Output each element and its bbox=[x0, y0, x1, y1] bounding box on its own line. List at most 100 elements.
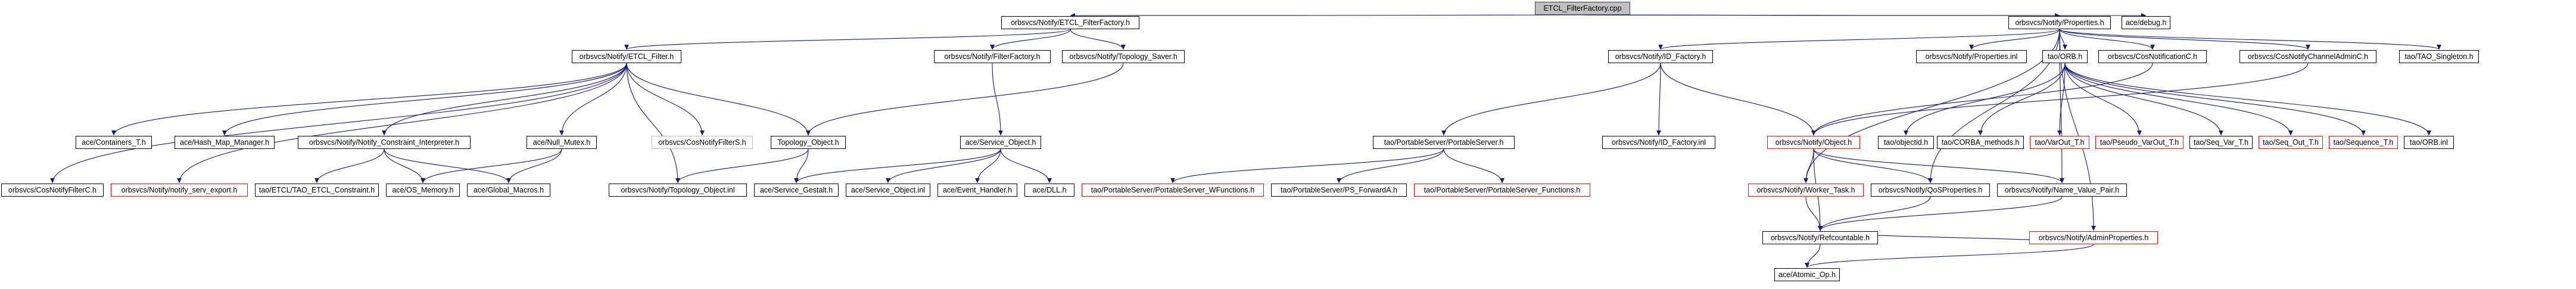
graph-node[interactable]: orbsvcs/Notify/Topology_Saver.h bbox=[1062, 50, 1185, 63]
graph-node[interactable]: tao/TAO_Singleton.h bbox=[2399, 50, 2479, 63]
graph-edge bbox=[384, 148, 425, 184]
graph-node[interactable]: orbsvcs/Notify/Worker_Task.h bbox=[1748, 184, 1864, 197]
graph-node[interactable]: ace/Service_Object.inl bbox=[846, 184, 930, 197]
graph-edge bbox=[1070, 29, 1126, 50]
graph-edge bbox=[1656, 63, 1661, 136]
graph-edge bbox=[624, 29, 1071, 50]
graph-node[interactable]: orbsvcs/Notify/Name_Value_Pair.h bbox=[1997, 184, 2127, 197]
graph-node[interactable]: ace/Containers_T.h bbox=[76, 136, 152, 149]
graph-edge bbox=[990, 29, 1071, 50]
graph-edge bbox=[1660, 63, 1816, 136]
graph-edge bbox=[1337, 148, 1444, 184]
graph-node[interactable]: tao/ORB.h bbox=[2042, 50, 2088, 63]
graph-node[interactable]: orbsvcs/Notify/ID_Factory.h bbox=[1608, 50, 1713, 63]
graph-edge bbox=[1805, 196, 1823, 231]
graph-node[interactable]: tao/PortableServer/PortableServer.h bbox=[1373, 136, 1515, 149]
graph-node[interactable]: tao/ORB.inl bbox=[2404, 136, 2454, 149]
graph-node[interactable]: ace/debug.h bbox=[2122, 16, 2170, 29]
graph-edge bbox=[1805, 244, 2094, 268]
graph-node[interactable]: ace/Global_Macros.h bbox=[467, 184, 550, 197]
graph-edge bbox=[1443, 148, 1505, 184]
graph-edge bbox=[177, 63, 627, 184]
graph-edge bbox=[2064, 63, 2431, 136]
graph-edge bbox=[1813, 148, 2064, 184]
graph-node[interactable]: ace/DLL.h bbox=[1024, 184, 1074, 197]
graph-node[interactable]: orbsvcs/Notify/Refcountable.h bbox=[1762, 231, 1878, 244]
graph-edge bbox=[806, 63, 1124, 136]
graph-edge bbox=[626, 63, 680, 184]
graph-node[interactable]: ace/Event_Handler.h bbox=[937, 184, 1017, 197]
graph-edge bbox=[1969, 29, 2060, 50]
graph-node[interactable]: tao/CORBA_methods.h bbox=[1937, 136, 2024, 149]
graph-edge bbox=[1813, 148, 1933, 184]
graph-edge bbox=[222, 63, 627, 136]
graph-edge bbox=[886, 148, 1001, 184]
graph-edge bbox=[1818, 196, 1931, 231]
graph-edge bbox=[975, 148, 1001, 184]
graph-edge bbox=[1978, 63, 2066, 136]
graph-node[interactable]: orbsvcs/Notify/Properties.inl bbox=[1916, 50, 2027, 63]
graph-node[interactable]: ace/Atomic_Op.h bbox=[1774, 268, 1840, 281]
graph-node[interactable]: orbsvcs/Notify/Topology_Object.inl bbox=[609, 184, 747, 197]
graph-node[interactable]: orbsvcs/Notify/AdminProperties.h bbox=[2029, 231, 2158, 244]
graph-edge bbox=[794, 148, 1001, 184]
graph-node[interactable]: orbsvcs/Notify/ETCL_FilterFactory.h bbox=[1001, 16, 1139, 29]
graph-edge bbox=[1811, 63, 2309, 136]
graph-edge bbox=[2064, 63, 2293, 136]
graph-node[interactable]: orbsvcs/Notify/QoSProperties.h bbox=[1871, 184, 1990, 197]
graph-edge bbox=[1000, 148, 1052, 184]
graph-edge bbox=[675, 148, 809, 184]
graph-edge bbox=[794, 148, 809, 184]
graph-edge bbox=[384, 148, 511, 184]
graph-edge bbox=[992, 63, 1003, 136]
graph-node[interactable]: ace/OS_Memory.h bbox=[386, 184, 460, 197]
graph-node[interactable]: orbsvcs/Notify/Notify_Constraint_Interpr… bbox=[298, 136, 471, 149]
graph-node[interactable]: orbsvcs/Notify/ETCL_Filter.h bbox=[572, 50, 681, 63]
graph-node[interactable]: orbsvcs/Notify/ID_Factory.inl bbox=[1602, 136, 1715, 149]
graph-node[interactable]: ace/Service_Gestalt.h bbox=[754, 184, 839, 197]
graph-edge bbox=[1658, 29, 2060, 50]
graph-edge bbox=[2064, 63, 2223, 136]
graph-node[interactable]: orbsvcs/Notify/notify_serv_export.h bbox=[111, 184, 248, 197]
graph-node[interactable]: tao/Pseudo_VarOut_T.h bbox=[2095, 136, 2183, 149]
graph-edge bbox=[506, 148, 562, 184]
graph-node[interactable]: tao/objectid.h bbox=[1878, 136, 1934, 149]
graph-edge bbox=[1441, 63, 1661, 136]
graph-node[interactable]: tao/PortableServer/PS_ForwardA.h bbox=[1271, 184, 1407, 197]
graph-edge bbox=[626, 63, 705, 136]
graph-edge bbox=[2059, 29, 2155, 50]
graph-edge bbox=[314, 148, 385, 184]
graph-node[interactable]: orbsvcs/CosNotifyFilterS.h bbox=[652, 136, 753, 149]
graph-node[interactable]: Topology_Object.h bbox=[771, 136, 846, 149]
graph-node[interactable]: ETCL_FilterFactory.cpp bbox=[1535, 2, 1630, 15]
graph-node[interactable]: tao/VarOut_T.h bbox=[2030, 136, 2089, 149]
graph-node[interactable]: orbsvcs/Notify/Object.h bbox=[1767, 136, 1860, 149]
graph-node[interactable]: ace/Hash_Map_Manager.h bbox=[175, 136, 275, 149]
graph-edge bbox=[2059, 29, 2441, 50]
graph-node[interactable]: orbsvcs/CosNotificationC.h bbox=[2098, 50, 2207, 63]
graph-edge bbox=[626, 63, 811, 136]
graph-edge bbox=[2059, 29, 2310, 50]
graph-node[interactable]: tao/Sequence_T.h bbox=[2329, 136, 2398, 149]
graph-node[interactable]: tao/Seq_Out_T.h bbox=[2259, 136, 2323, 149]
graph-edge bbox=[50, 63, 627, 184]
graph-node[interactable]: ace/Service_Object.h bbox=[960, 136, 1041, 149]
graph-node[interactable]: ace/Null_Mutex.h bbox=[527, 136, 597, 149]
graph-node[interactable]: tao/Seq_Var_T.h bbox=[2189, 136, 2253, 149]
graph-edge bbox=[1818, 196, 2063, 231]
graph-node[interactable]: tao/PortableServer/PortableServer_WFunct… bbox=[1082, 184, 1264, 197]
graph-edge bbox=[382, 63, 627, 136]
graph-edge bbox=[2064, 63, 2142, 136]
graph-edge bbox=[2064, 63, 2366, 136]
graph-node[interactable]: orbsvcs/Notify/Properties.h bbox=[2008, 16, 2111, 29]
graph-node[interactable]: orbsvcs/CosNotifyFilterC.h bbox=[1, 184, 104, 197]
graph-edge bbox=[1170, 148, 1444, 184]
graph-node[interactable]: tao/PortableServer/PortableServer_Functi… bbox=[1414, 184, 1590, 197]
graph-node[interactable]: tao/ETCL/TAO_ETCL_Constraint.h bbox=[255, 184, 379, 197]
graph-edge bbox=[1803, 148, 1814, 184]
graph-node[interactable]: orbsvcs/Notify/FilterFactory.h bbox=[934, 50, 1051, 63]
graph-node[interactable]: orbsvcs/CosNotifyChannelAdminC.h bbox=[2239, 50, 2376, 63]
graph-edge bbox=[111, 63, 627, 136]
